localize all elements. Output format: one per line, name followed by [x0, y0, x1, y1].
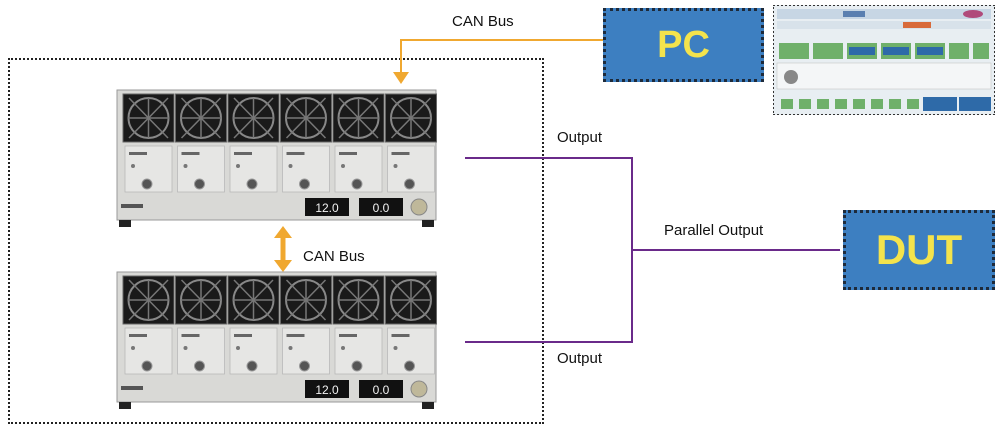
- module-brand-mark: [286, 152, 305, 155]
- can-bus-middle-label: CAN Bus: [303, 248, 365, 265]
- dut-box: DUT: [843, 210, 995, 290]
- module-terminal: [194, 178, 205, 190]
- module-brand-mark: [339, 334, 357, 337]
- chassis-foot: [422, 402, 434, 409]
- display-right: [359, 198, 403, 216]
- can-bus-top-label: CAN Bus: [452, 13, 514, 30]
- load-chassis-graphic: 12.0 0.0: [116, 89, 437, 227]
- brand-logo: [121, 386, 143, 390]
- brand-logo: [121, 204, 143, 208]
- dut-label: DUT: [875, 226, 963, 273]
- display-left-value: 12.0: [315, 201, 339, 215]
- chassis-foot: [119, 220, 131, 227]
- parallel-output-label: Parallel Output: [664, 222, 764, 239]
- module-led: [131, 346, 135, 350]
- module-brand-mark: [181, 334, 200, 337]
- can-bus-middle-arrow-down: [274, 260, 292, 272]
- load-chassis-graphic: 12.0 0.0: [116, 271, 437, 409]
- module-terminal: [299, 178, 310, 190]
- pc-label: PC: [657, 23, 710, 66]
- module-led: [288, 164, 293, 168]
- can-bus-top-line: [400, 39, 603, 74]
- module-terminal: [141, 360, 153, 372]
- module-led: [236, 164, 240, 168]
- display-left-value: 12.0: [315, 383, 339, 397]
- output-top-line: [465, 157, 633, 343]
- module-led: [183, 346, 188, 350]
- module-brand-mark: [129, 334, 147, 337]
- module-terminal: [299, 360, 310, 372]
- module-led: [183, 164, 188, 168]
- module-brand-mark: [234, 152, 252, 155]
- module-terminal: [404, 178, 415, 190]
- display-right-value: 0.0: [373, 383, 390, 397]
- display-left: [305, 198, 349, 216]
- module-brand-mark: [286, 334, 305, 337]
- display-right-value: 0.0: [373, 201, 390, 215]
- module-terminal: [351, 360, 363, 372]
- module-terminal: [246, 178, 258, 190]
- module-led: [288, 346, 293, 350]
- control-knob: [410, 380, 428, 398]
- display-left: [305, 380, 349, 398]
- module-led: [393, 346, 398, 350]
- module-terminal: [246, 360, 258, 372]
- module-terminal: [141, 178, 153, 190]
- can-bus-top-arrowhead: [393, 72, 409, 84]
- pc-software-screenshot: [773, 5, 995, 115]
- module-led: [393, 164, 398, 168]
- module-brand-mark: [391, 334, 410, 337]
- module-led: [131, 164, 135, 168]
- module-led: [341, 164, 345, 168]
- module-brand-mark: [181, 152, 200, 155]
- pc-box: PC: [603, 8, 764, 82]
- module-led: [236, 346, 240, 350]
- chassis-foot: [422, 220, 434, 227]
- output-top-label: Output: [557, 129, 603, 146]
- module-brand-mark: [234, 334, 252, 337]
- system-enclosure: [8, 58, 544, 424]
- module-terminal: [351, 178, 363, 190]
- load-unit-top: 12.0 0.0: [115, 88, 438, 228]
- can-bus-middle-arrow-up: [274, 226, 292, 238]
- module-brand-mark: [391, 152, 410, 155]
- module-terminal: [404, 360, 415, 372]
- control-knob: [410, 198, 428, 216]
- module-brand-mark: [339, 152, 357, 155]
- load-unit-bottom: 12.0 0.0: [115, 270, 438, 410]
- display-right: [359, 380, 403, 398]
- module-led: [341, 346, 345, 350]
- module-brand-mark: [129, 152, 147, 155]
- chassis-foot: [119, 402, 131, 409]
- module-terminal: [194, 360, 205, 372]
- output-bottom-label: Output: [557, 350, 603, 367]
